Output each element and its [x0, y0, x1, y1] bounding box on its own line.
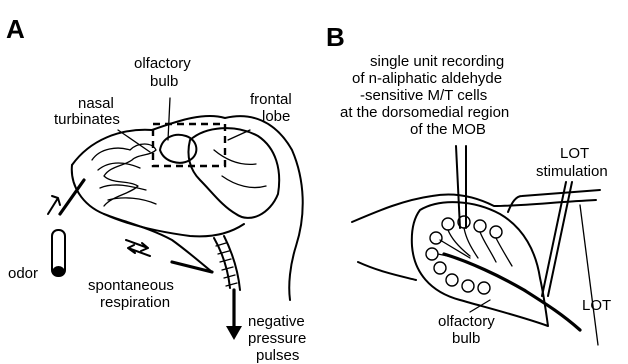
- nasal-turbinates-detail: [98, 163, 156, 204]
- label-recording-3: -sensitive M/T cells: [360, 87, 487, 104]
- leader-olfactory-bulb: [168, 98, 170, 140]
- mt-cell: [446, 274, 458, 286]
- rat-snout-lower: [72, 165, 212, 272]
- mt-cell: [430, 232, 442, 244]
- panel-b-letter: B: [326, 22, 345, 52]
- nasal-turbinates-shape: [92, 144, 156, 206]
- recording-electrode-1: [456, 146, 460, 228]
- trachea-tube: [214, 236, 240, 290]
- label-olfactory-bulb-b-1: olfactory: [438, 313, 495, 330]
- panel-a: A olfactory: [6, 14, 306, 364]
- leader-olfactory-bulb-b: [470, 300, 490, 312]
- mt-cell: [442, 218, 454, 230]
- mt-cell: [478, 282, 490, 294]
- lot-stimulating-electrode-2: [548, 182, 572, 296]
- brain-lower-edge: [358, 262, 416, 280]
- panel-b: B single unit recording of n-aliphatic a…: [326, 22, 611, 347]
- label-recording-1: single unit recording: [370, 53, 504, 70]
- mt-cell: [474, 220, 486, 232]
- label-lot: LOT: [582, 297, 611, 314]
- label-lot-stimulation-2: stimulation: [536, 163, 608, 180]
- label-negative-pressure-3: pulses: [256, 347, 299, 364]
- odor-arrow: [48, 196, 60, 214]
- label-olfactory-bulb-2: bulb: [150, 73, 178, 90]
- label-nasal-turbinates-2: turbinates: [54, 111, 120, 128]
- mt-cell: [490, 226, 502, 238]
- label-spontaneous-respiration-1: spontaneous: [88, 277, 174, 294]
- mt-cell: [462, 280, 474, 292]
- label-lot-stimulation-1: LOT: [560, 145, 589, 162]
- label-negative-pressure-2: pressure: [248, 330, 306, 347]
- odor-vial-liquid: [53, 266, 65, 276]
- brain-sulcus: [214, 150, 266, 188]
- mt-cell: [426, 248, 438, 260]
- label-olfactory-bulb-b-2: bulb: [452, 330, 480, 347]
- label-odor: odor: [8, 265, 38, 282]
- label-frontal-lobe-2: lobe: [262, 108, 290, 125]
- pressure-arrow-head: [226, 326, 242, 340]
- panel-a-letter: A: [6, 14, 25, 44]
- cortex-edge: [580, 205, 598, 345]
- label-recording-4: at the dorsomedial region: [340, 104, 509, 121]
- label-spontaneous-respiration-2: respiration: [100, 294, 170, 311]
- label-recording-2: of n-aliphatic aldehyde: [352, 70, 502, 87]
- label-frontal-lobe-1: frontal: [250, 91, 292, 108]
- rat-throat: [104, 214, 244, 236]
- label-olfactory-bulb-1: olfactory: [134, 55, 191, 72]
- mt-cell: [434, 262, 446, 274]
- frontal-lobe-shape: [188, 128, 279, 218]
- lot-stimulating-electrode-1: [542, 182, 566, 296]
- label-nasal-turbinates-1: nasal: [78, 95, 114, 112]
- label-recording-5: of the MOB: [410, 121, 486, 138]
- leader-frontal-lobe: [228, 130, 250, 140]
- label-negative-pressure-1: negative: [248, 313, 305, 330]
